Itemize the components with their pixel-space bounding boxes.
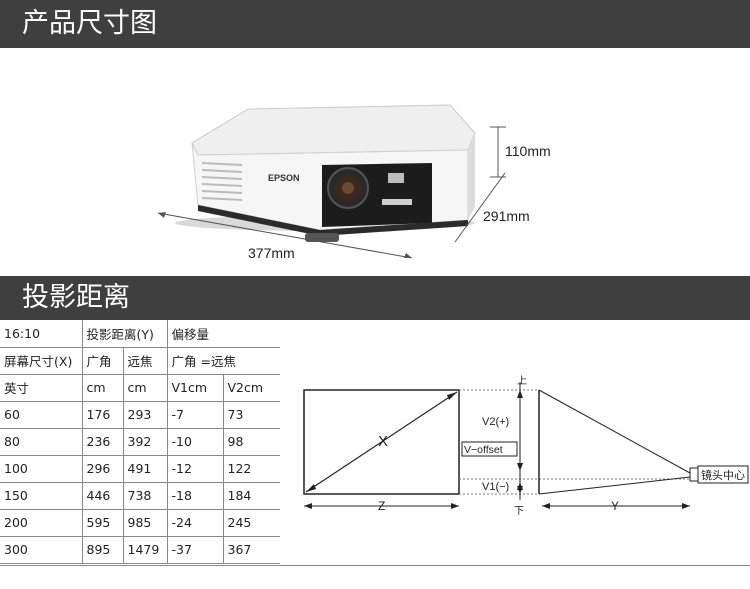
- table-cell: 100: [0, 455, 83, 483]
- v1-label: V1(−): [482, 481, 509, 493]
- table-cell: 184: [223, 482, 280, 510]
- table-cell: 98: [223, 428, 280, 456]
- table-cell: 595: [82, 509, 124, 537]
- table-cell: 偏移量: [167, 320, 280, 348]
- section-header-dimensions: 产品尺寸图: [0, 0, 750, 48]
- lens-center-box: [697, 465, 749, 484]
- table-cell: 245: [223, 509, 280, 537]
- table-cell: 491: [123, 455, 168, 483]
- table-cell: 投影距离(Y): [82, 320, 168, 348]
- table-cell: 200: [0, 509, 83, 537]
- table-cell: 738: [123, 482, 168, 510]
- table-cell: 236: [82, 428, 124, 456]
- table-cell: 150: [0, 482, 83, 510]
- table-row: 300 895 1479 -37 367: [0, 536, 280, 564]
- projector-illustration: EPSON: [157, 104, 506, 259]
- projection-distance-table: 16:10 投影距离(Y) 偏移量 屏幕尺寸(X) 广角 远焦 广角 =远焦 英…: [0, 320, 280, 564]
- table-cell: 远焦: [123, 347, 168, 375]
- table-row: 150 446 738 -18 184: [0, 482, 280, 510]
- v2-label: V2(+): [482, 416, 509, 428]
- table-row: 60 176 293 -7 73: [0, 401, 280, 429]
- table-row: 100 296 491 -12 122: [0, 455, 280, 483]
- table-row: 80 236 392 -10 98: [0, 428, 280, 456]
- table-cell: 985: [123, 509, 168, 537]
- section-header-projection-distance: 投影距离: [0, 276, 750, 320]
- bottom-mark: 下: [514, 506, 524, 517]
- divider: [0, 565, 750, 566]
- table-row: 200 595 985 -24 245: [0, 509, 280, 537]
- table-cell: 1479: [123, 536, 168, 564]
- table-cell: 60: [0, 401, 83, 429]
- table-cell: 73: [223, 401, 280, 429]
- diagonal-label: X: [378, 433, 388, 450]
- table-cell: cm: [123, 374, 168, 402]
- lens-center-label: 镜头中心: [701, 468, 745, 482]
- height-dimension-label: 110mm: [505, 143, 551, 159]
- table-cell: -24: [167, 509, 224, 537]
- table-cell: 屏幕尺寸(X): [0, 347, 83, 375]
- table-cell: 16:10: [0, 320, 83, 348]
- table-cell: 广角 =远焦: [167, 347, 280, 375]
- table-cell: 122: [223, 455, 280, 483]
- table-header-row: 16:10 投影距离(Y) 偏移量: [0, 320, 280, 348]
- table-cell: V1cm: [167, 374, 224, 402]
- table-cell: 300: [0, 536, 83, 564]
- table-cell: -7: [167, 401, 224, 429]
- table-cell: 446: [82, 482, 124, 510]
- table-cell: 176: [82, 401, 124, 429]
- top-mark: 上: [517, 375, 527, 387]
- table-cell: 296: [82, 455, 124, 483]
- table-cell: -12: [167, 455, 224, 483]
- table-header-row: 屏幕尺寸(X) 广角 远焦 广角 =远焦: [0, 347, 280, 375]
- y-label: Y: [611, 499, 619, 513]
- table-cell: -37: [167, 536, 224, 564]
- table-header-row: 英寸 cm cm V1cm V2cm: [0, 374, 280, 402]
- projection-diagram: X Z 上 下 V2(+) V−offset V1(−) Y 镜头中心: [303, 375, 749, 517]
- z-label: Z: [378, 499, 385, 513]
- depth-dimension-label: 291mm: [483, 208, 530, 224]
- section-title: 产品尺寸图: [22, 8, 157, 39]
- table-cell: 英寸: [0, 374, 83, 402]
- table-cell: 367: [223, 536, 280, 564]
- brand-logo: EPSON: [268, 173, 300, 183]
- table-cell: 895: [82, 536, 124, 564]
- product-image: EPSON: [150, 95, 600, 275]
- table-cell: 广角: [82, 347, 124, 375]
- table-cell: 293: [123, 401, 168, 429]
- table-cell: 392: [123, 428, 168, 456]
- voffset-box: [461, 441, 518, 457]
- table-cell: V2cm: [223, 374, 280, 402]
- table-cell: -18: [167, 482, 224, 510]
- width-dimension-label: 377mm: [248, 245, 295, 261]
- section-title: 投影距离: [22, 282, 130, 313]
- table-cell: -10: [167, 428, 224, 456]
- table-cell: 80: [0, 428, 83, 456]
- table-cell: cm: [82, 374, 124, 402]
- voffset-label: V−offset: [464, 444, 503, 456]
